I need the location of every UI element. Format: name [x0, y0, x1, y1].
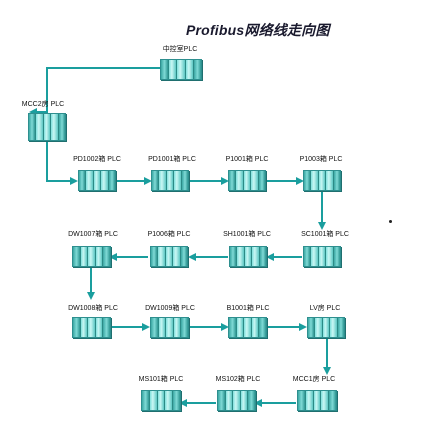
plc-p1006 [150, 246, 188, 267]
plc-lv [307, 317, 345, 338]
plc-b1001 [228, 317, 267, 338]
node-label-sh1001: SH1001箱 PLC [223, 231, 271, 238]
plc-mcc2 [28, 113, 66, 141]
plc-dw1009 [150, 317, 189, 338]
node-label-dw1009: DW1009箱 PLC [145, 305, 195, 312]
plc-dw1008 [72, 317, 111, 338]
node-label-sc1001: SC1001箱 PLC [301, 231, 349, 238]
plc-mcc1 [297, 390, 337, 411]
stray-dot [389, 220, 392, 223]
node-label-central: 中控室PLC [162, 46, 198, 53]
node-label-ms101: MS101箱 PLC [138, 376, 184, 383]
plc-pd1001 [151, 170, 189, 191]
node-label-p1001: P1001箱 PLC [225, 156, 269, 163]
node-label-pd1002: PD1002箱 PLC [73, 156, 121, 163]
link-mcc2-pd1002 [46, 142, 78, 185]
node-label-b1001: B1001箱 PLC [226, 305, 270, 312]
plc-ms101 [141, 390, 181, 411]
plc-sc1001 [303, 246, 341, 267]
plc-dw1007 [72, 246, 111, 267]
node-label-p1006: P1006箱 PLC [147, 231, 191, 238]
plc-ms102 [217, 390, 256, 411]
node-label-mcc2: MCC2房 PLC [21, 101, 65, 108]
node-label-pd1001: PD1001箱 PLC [148, 156, 196, 163]
plc-pd1002 [78, 170, 116, 191]
plc-p1003 [303, 170, 341, 191]
node-label-p1003: P1003箱 PLC [299, 156, 343, 163]
node-label-dw1007: DW1007箱 PLC [68, 231, 118, 238]
plc-p1001 [228, 170, 266, 191]
node-label-dw1008: DW1008箱 PLC [68, 305, 118, 312]
diagram-title: Profibus网络线走向图 [186, 22, 330, 38]
node-label-mcc1: MCC1房 PLC [292, 376, 336, 383]
plc-central [160, 59, 202, 80]
link-central-mcc2 [29, 67, 160, 116]
node-label-ms102: MS102箱 PLC [215, 376, 261, 383]
plc-sh1001 [229, 246, 267, 267]
node-label-lv: LV房 PLC [309, 305, 341, 312]
